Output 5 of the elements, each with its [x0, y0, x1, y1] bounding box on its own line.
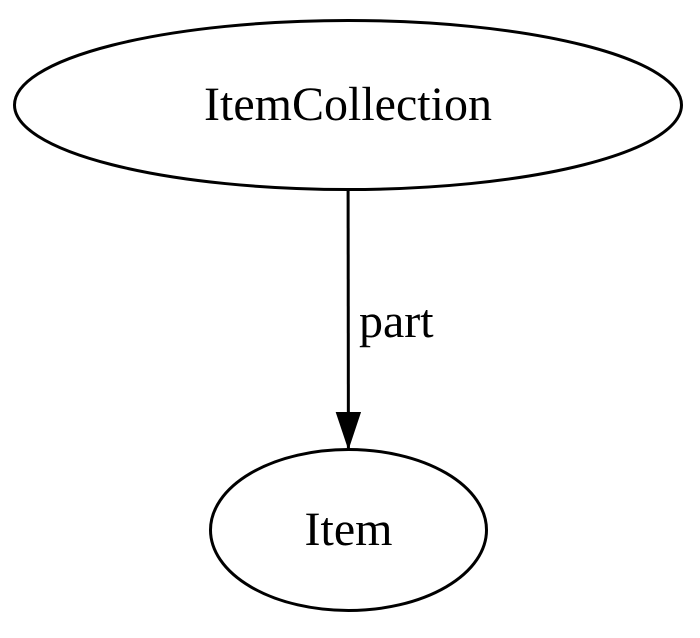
- ellipse-node: [13, 19, 683, 191]
- node-label: Item: [304, 506, 392, 554]
- arrow: [336, 191, 362, 449]
- node-label: ItemCollection: [204, 81, 492, 129]
- ellipse-node: [209, 448, 488, 612]
